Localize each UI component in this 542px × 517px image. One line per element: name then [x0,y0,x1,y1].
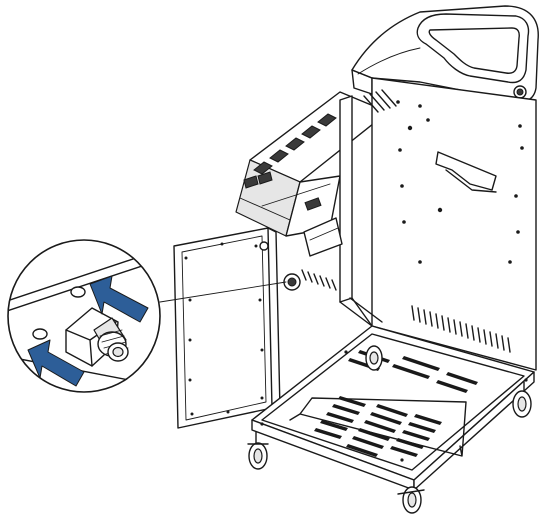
caster-wheels [247,345,532,514]
caster-back-left [365,345,383,371]
mounting-holes [396,100,524,264]
caster-back-right [512,381,532,418]
caster-front-left [247,431,269,470]
control-panel [235,91,389,237]
arrows [27,275,149,387]
cabinet-door [173,227,281,429]
callout-line [159,281,287,303]
gas-fitting-detail [65,307,129,367]
arrow-icon [89,275,149,323]
vent-slots-back [411,305,511,353]
base-frame [251,297,535,491]
vent-slots-left [363,89,397,113]
grill-lid [351,5,539,103]
mounting-hole [70,286,86,298]
cabinet-body [283,77,537,371]
mounting-hole [32,328,48,340]
door-screws [184,242,264,416]
arrow-icon [27,339,85,387]
control-knobs [243,113,337,189]
caster-front-right [397,486,425,514]
